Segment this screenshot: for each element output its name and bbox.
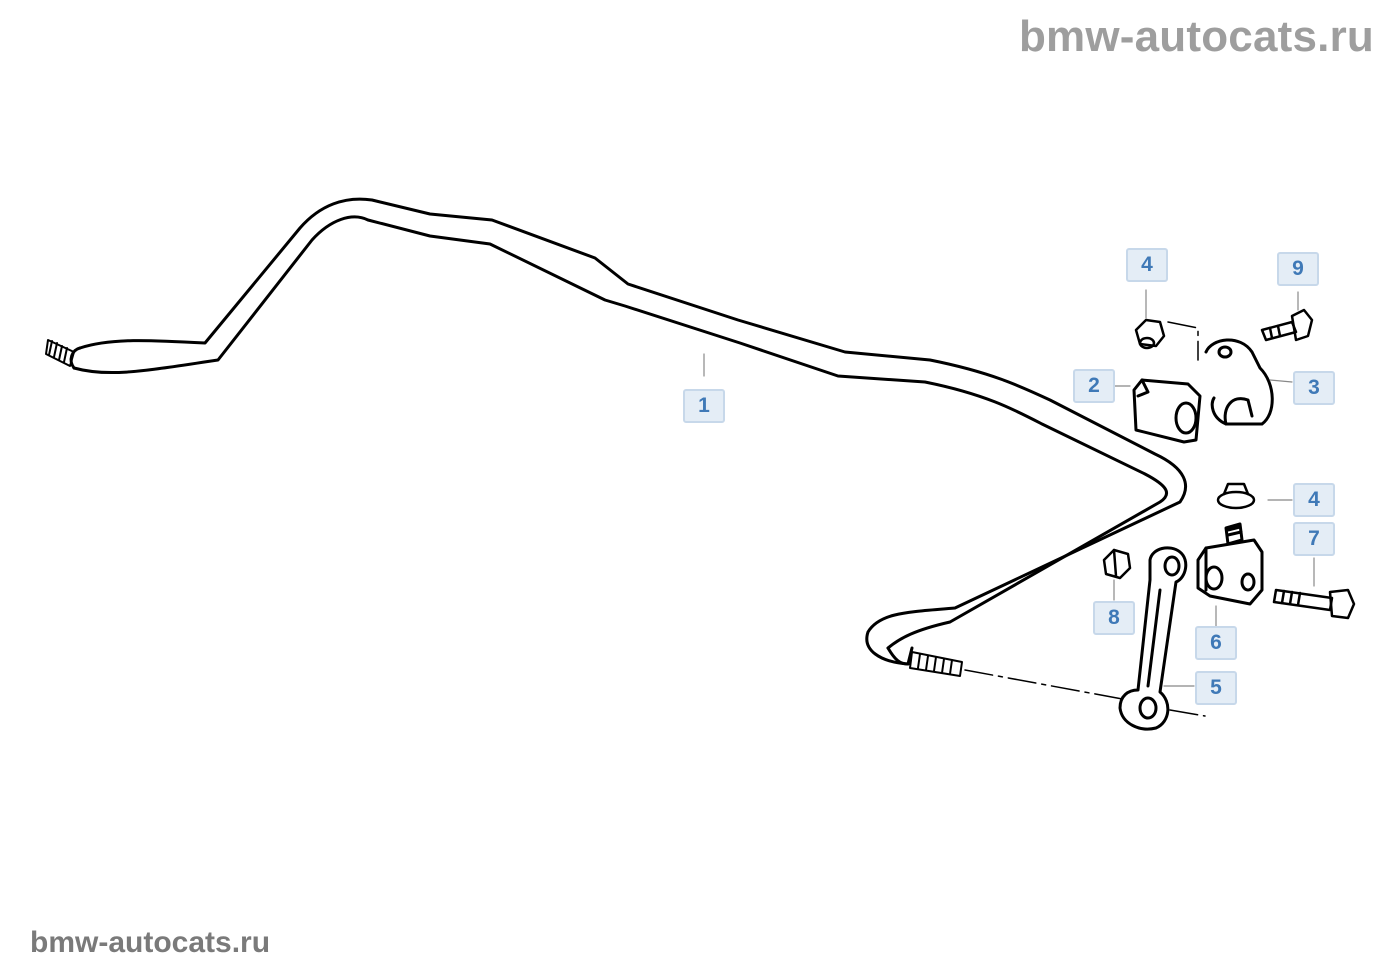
bolt-upper [1260, 308, 1314, 342]
bar-thread-right [909, 651, 963, 677]
callout-4-upper[interactable]: 4 [1126, 248, 1168, 282]
flange-nut-lower [1216, 482, 1256, 510]
watermark-top: bmw-autocats.ru [1018, 12, 1374, 61]
stabilizer-bar-upper-edge [78, 197, 1188, 666]
callout-6[interactable]: 6 [1195, 626, 1237, 660]
callout-4-lower[interactable]: 4 [1293, 483, 1335, 517]
bar-end-right-collar [886, 646, 914, 666]
stabilizer-bar-lower-edge [72, 215, 1169, 650]
bar-end-left-cap [69, 346, 82, 370]
rubber-mounting [1132, 378, 1202, 444]
callout-3[interactable]: 3 [1293, 371, 1335, 405]
hex-nut-upper [1134, 318, 1166, 350]
callout-7[interactable]: 7 [1293, 522, 1335, 556]
assembly-axis-lines [964, 321, 1206, 717]
callout-5[interactable]: 5 [1195, 671, 1237, 705]
hex-nut-link [1102, 548, 1132, 580]
callout-9[interactable]: 9 [1277, 252, 1319, 286]
leader-lines [703, 289, 1315, 687]
mounting-bracket [1204, 338, 1274, 426]
bolt-long [1272, 588, 1356, 620]
stabilizer-bar [69, 197, 1188, 666]
callout-1[interactable]: 1 [683, 389, 725, 423]
connecting-link [1118, 546, 1188, 731]
stabilizer-holder [1196, 522, 1264, 606]
callout-8[interactable]: 8 [1093, 601, 1135, 635]
bar-thread-left [45, 339, 75, 367]
callout-2[interactable]: 2 [1073, 369, 1115, 403]
watermark-bottom: bmw-autocats.ru [30, 926, 271, 959]
